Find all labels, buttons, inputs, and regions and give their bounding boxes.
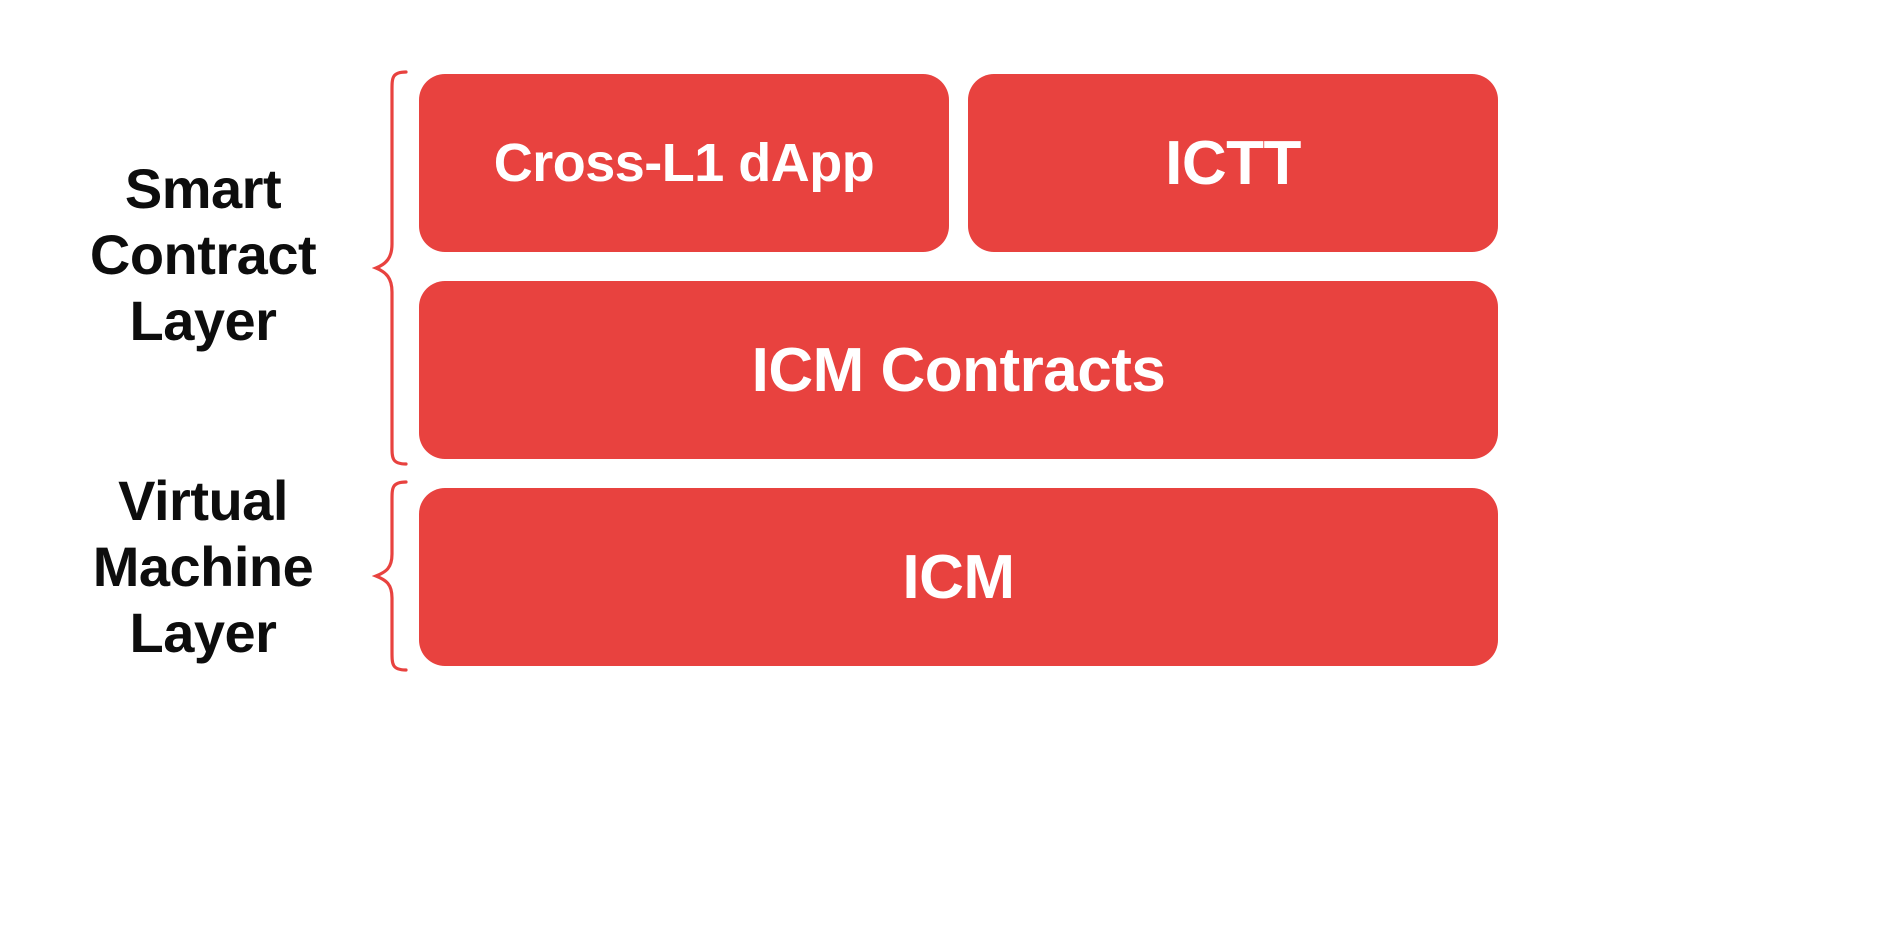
layer-label-virtual-machine: Virtual Machine Layer [92,469,314,665]
box-cross-l1-dapp[interactable]: Cross-L1 dApp [419,74,949,252]
brace-smart-contract-layer [371,68,412,473]
box-cross-l1-dapp-label: Cross-L1 dApp [493,133,875,193]
box-icm-contracts[interactable]: ICM Contracts [419,281,1498,459]
box-ictt-label: ICTT [1165,128,1301,198]
layer-label-smart-contract: Smart Contract Layer [89,157,317,353]
box-ictt[interactable]: ICTT [968,74,1498,252]
box-icm[interactable]: ICM [419,488,1498,666]
brace-virtual-machine-layer [371,478,412,679]
box-icm-contracts-label: ICM Contracts [751,335,1166,405]
box-icm-label: ICM [902,542,1015,612]
